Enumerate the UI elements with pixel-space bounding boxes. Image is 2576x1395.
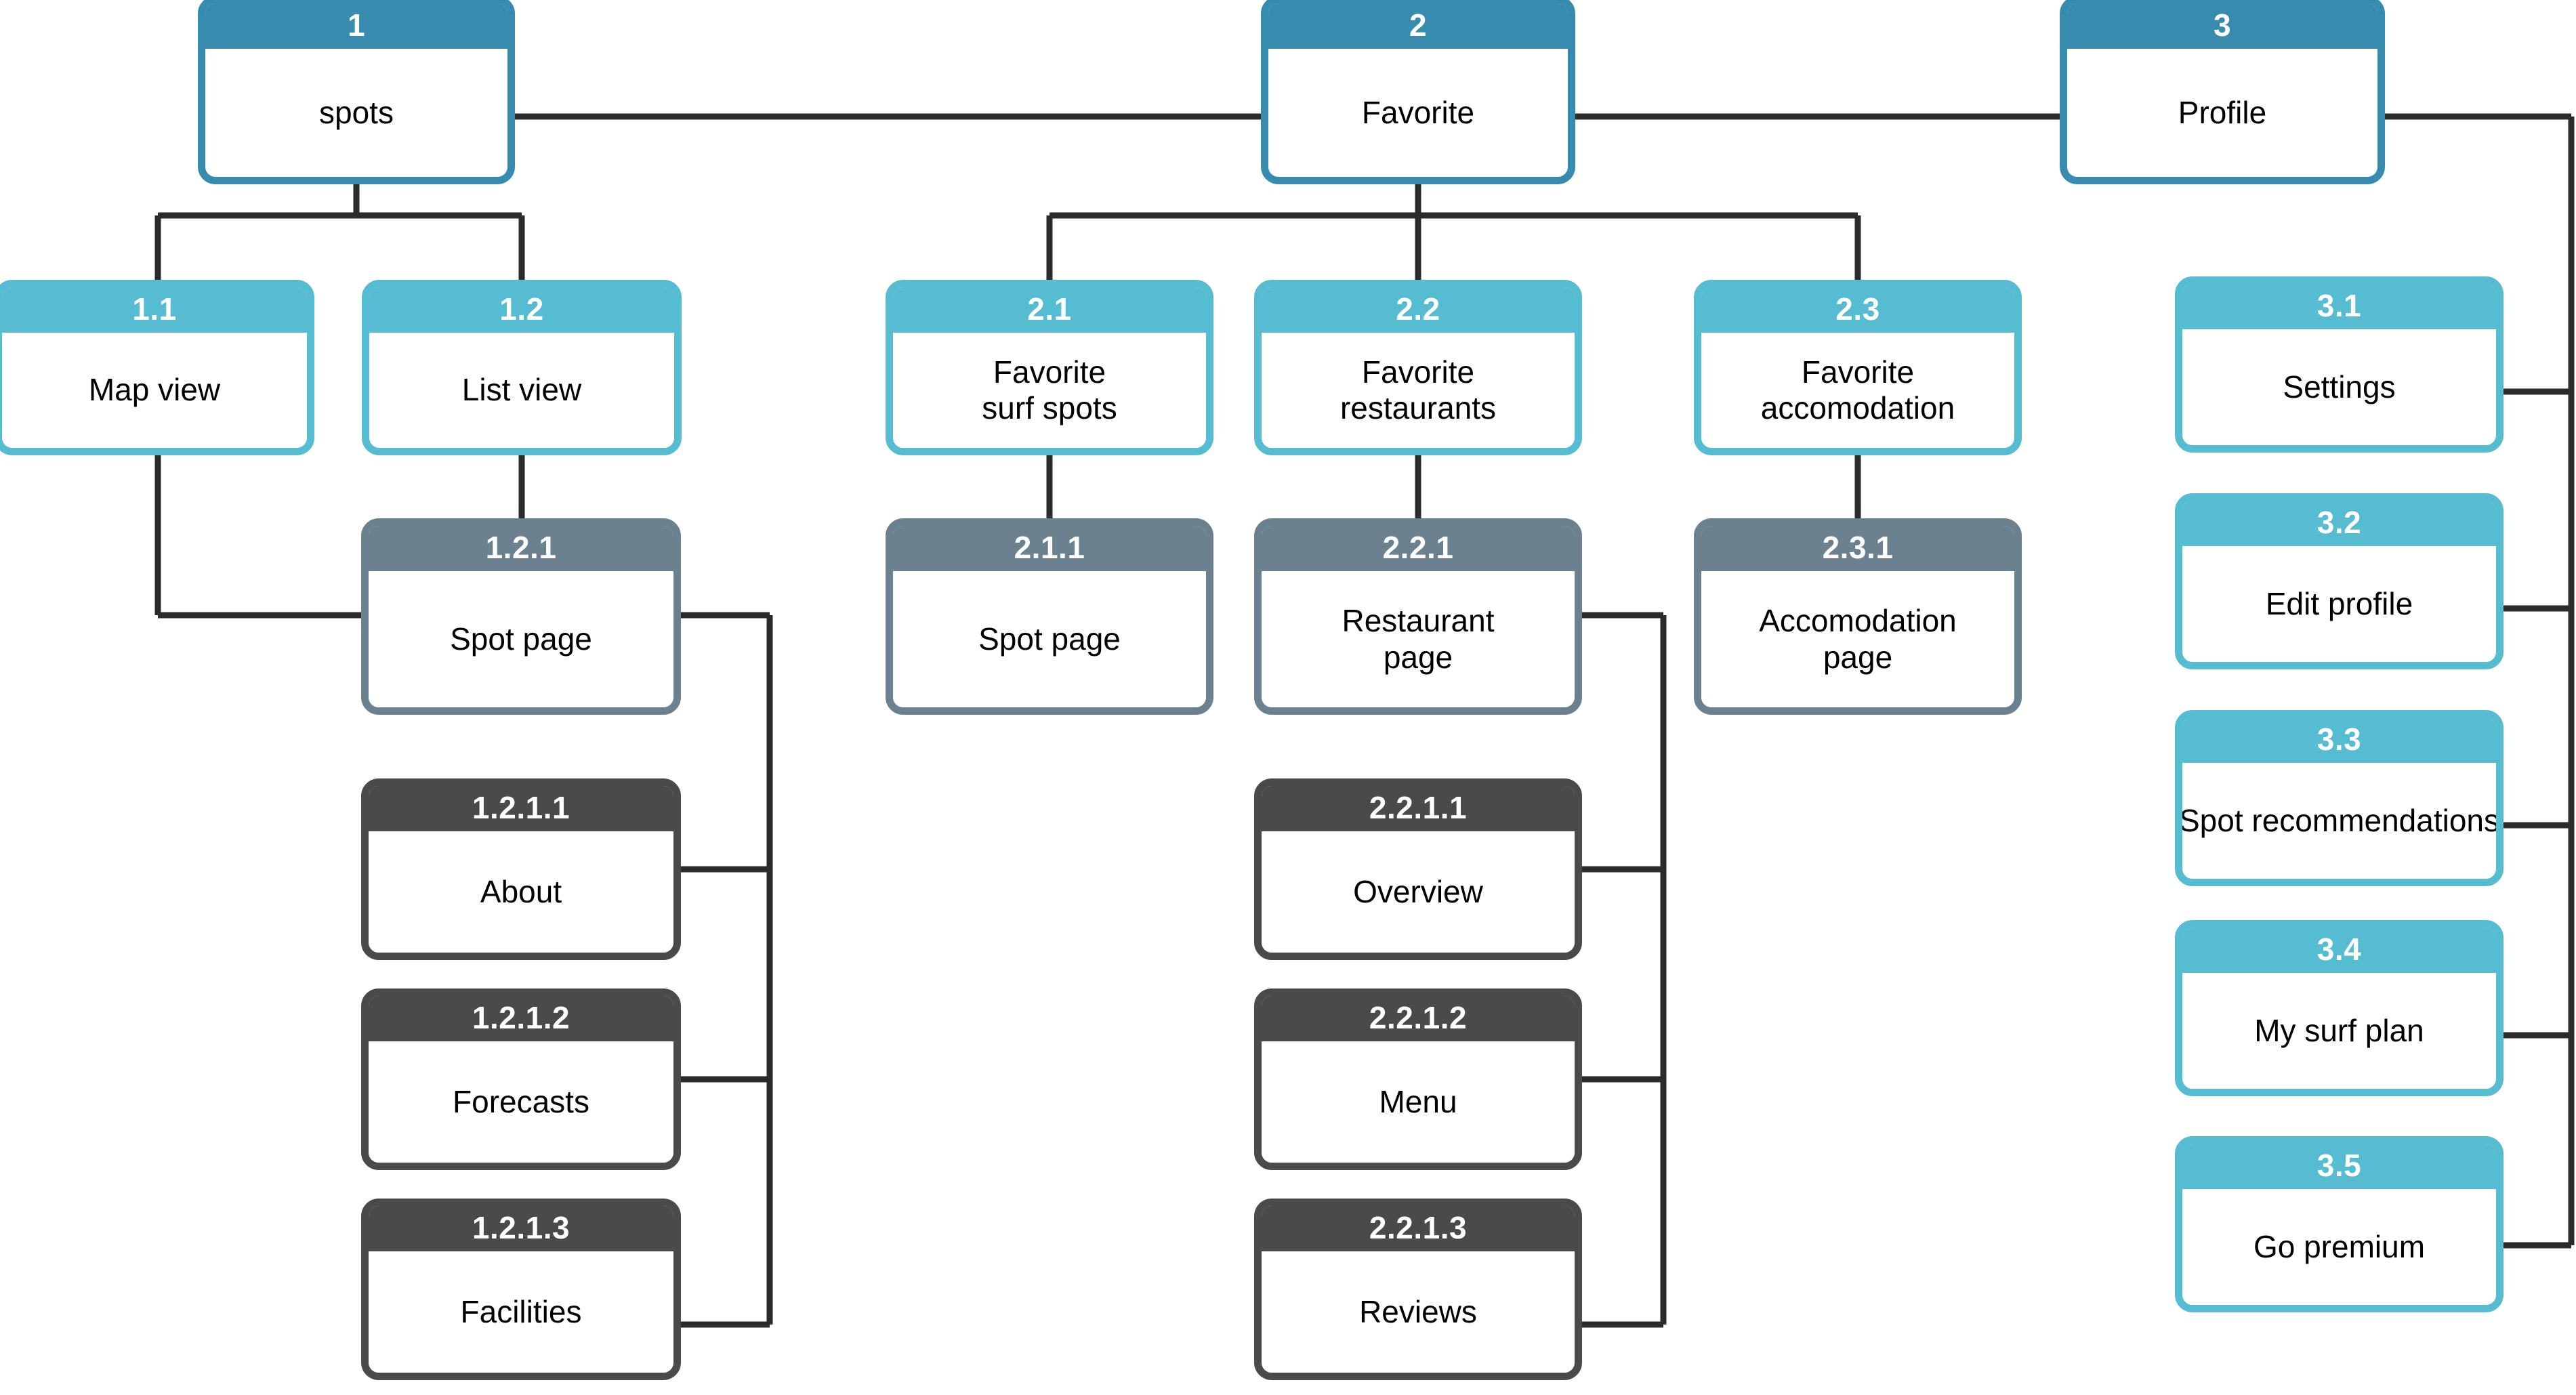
node-label: Go premium <box>2182 1189 2496 1305</box>
node-1-2-list-view[interactable]: 1.2 List view <box>362 280 682 455</box>
node-label: Forecasts <box>369 1041 673 1163</box>
node-label: About <box>369 831 673 953</box>
node-2-favorite[interactable]: 2 Favorite <box>1261 0 1575 184</box>
node-number: 3 <box>2067 3 2377 49</box>
node-2-2-1-restaurant-page[interactable]: 2.2.1 Restaurant page <box>1254 518 1582 715</box>
node-label: Spot page <box>369 571 673 707</box>
node-label: Favorite surf spots <box>893 333 1206 448</box>
node-label: Favorite <box>1268 49 1568 177</box>
node-number: 1.2.1.3 <box>369 1206 673 1251</box>
node-label: Spot page <box>893 571 1206 707</box>
node-1-2-1-spot-page[interactable]: 1.2.1 Spot page <box>361 518 681 715</box>
node-2-2-1-3-reviews[interactable]: 2.2.1.3 Reviews <box>1254 1199 1582 1380</box>
node-number: 2.2.1.1 <box>1262 786 1575 831</box>
node-3-1-settings[interactable]: 3.1 Settings <box>2175 276 2504 453</box>
node-label: Favorite restaurants <box>1262 333 1575 448</box>
node-label: Restaurant page <box>1262 571 1575 707</box>
node-label: Spot recommendations <box>2182 763 2496 879</box>
node-3-3-spot-recommendations[interactable]: 3.3 Spot recommendations <box>2175 710 2504 886</box>
node-1-1-map-view[interactable]: 1.1 Map view <box>0 280 314 455</box>
node-2-2-favorite-restaurants[interactable]: 2.2 Favorite restaurants <box>1254 280 1582 455</box>
node-label: Menu <box>1262 1041 1575 1163</box>
node-label: Facilities <box>369 1251 673 1373</box>
node-3-5-go-premium[interactable]: 3.5 Go premium <box>2175 1136 2504 1312</box>
node-1-2-1-1-about[interactable]: 1.2.1.1 About <box>361 778 681 960</box>
node-1-spots[interactable]: 1 spots <box>198 0 515 184</box>
node-1-2-1-3-facilities[interactable]: 1.2.1.3 Facilities <box>361 1199 681 1380</box>
node-number: 2 <box>1268 3 1568 49</box>
node-2-2-1-2-menu[interactable]: 2.2.1.2 Menu <box>1254 988 1582 1170</box>
node-number: 3.3 <box>2182 717 2496 763</box>
node-number: 3.2 <box>2182 501 2496 546</box>
node-number: 1 <box>205 3 507 49</box>
node-number: 3.1 <box>2182 284 2496 329</box>
node-2-3-1-accomodation-page[interactable]: 2.3.1 Accomodation page <box>1694 518 2022 715</box>
node-number: 2.3 <box>1701 287 2014 333</box>
node-number: 1.2 <box>369 287 674 333</box>
node-number: 3.5 <box>2182 1144 2496 1189</box>
node-number: 3.4 <box>2182 928 2496 973</box>
node-2-2-1-1-overview[interactable]: 2.2.1.1 Overview <box>1254 778 1582 960</box>
node-number: 2.1 <box>893 287 1206 333</box>
node-label: Accomodation page <box>1701 571 2014 707</box>
node-label: List view <box>369 333 674 448</box>
node-number: 2.2.1.3 <box>1262 1206 1575 1251</box>
node-label: Overview <box>1262 831 1575 953</box>
node-3-profile[interactable]: 3 Profile <box>2060 0 2385 184</box>
node-label: Favorite accomodation <box>1701 333 2014 448</box>
node-label: My surf plan <box>2182 973 2496 1089</box>
node-label: spots <box>205 49 507 177</box>
node-number: 1.2.1.2 <box>369 996 673 1041</box>
node-number: 1.2.1.1 <box>369 786 673 831</box>
node-label: Edit profile <box>2182 546 2496 662</box>
node-label: Profile <box>2067 49 2377 177</box>
node-label: Settings <box>2182 329 2496 445</box>
node-number: 2.3.1 <box>1701 526 2014 571</box>
node-2-3-favorite-accomodation[interactable]: 2.3 Favorite accomodation <box>1694 280 2022 455</box>
node-label: Map view <box>2 333 307 448</box>
node-2-1-favorite-surf-spots[interactable]: 2.1 Favorite surf spots <box>886 280 1213 455</box>
node-label: Reviews <box>1262 1251 1575 1373</box>
node-2-1-1-spot-page[interactable]: 2.1.1 Spot page <box>886 518 1213 715</box>
node-number: 2.2.1.2 <box>1262 996 1575 1041</box>
node-3-2-edit-profile[interactable]: 3.2 Edit profile <box>2175 493 2504 669</box>
node-number: 1.1 <box>2 287 307 333</box>
node-3-4-my-surf-plan[interactable]: 3.4 My surf plan <box>2175 920 2504 1096</box>
node-1-2-1-2-forecasts[interactable]: 1.2.1.2 Forecasts <box>361 988 681 1170</box>
node-number: 2.2.1 <box>1262 526 1575 571</box>
node-number: 1.2.1 <box>369 526 673 571</box>
node-number: 2.1.1 <box>893 526 1206 571</box>
node-number: 2.2 <box>1262 287 1575 333</box>
